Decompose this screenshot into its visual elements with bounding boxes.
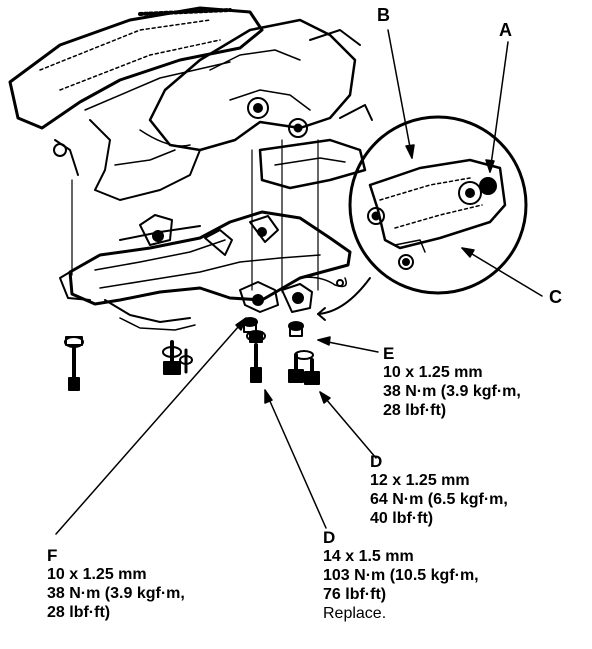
leader-lines (55, 29, 543, 535)
spec-d-bottom-note: Replace. (323, 605, 387, 622)
engine-assembly (8, 6, 373, 201)
guide-lines (71, 139, 319, 293)
d-bottom-bolt (246, 330, 266, 383)
spec-d-right-torque: 64 N·m (6.5 kgf·m, (370, 491, 508, 508)
spec-d-bottom-torque-2: 76 lbf·ft) (323, 586, 387, 603)
spec-d-right-letter: D (370, 452, 383, 471)
callout-b: B (377, 5, 390, 25)
spec-d-bottom-torque: 103 N·m (10.5 kgf·m, (323, 567, 479, 584)
spec-f-letter: F (47, 546, 58, 565)
spec-d-right: D 12 x 1.25 mm 64 N·m (6.5 kgf·m, 40 lbf… (370, 452, 508, 528)
callout-c: C (549, 287, 562, 307)
spec-e-letter: E (383, 344, 395, 363)
spec-f-size: 10 x 1.25 mm (47, 566, 147, 583)
subframe (59, 210, 352, 331)
spec-d-bottom: D 14 x 1.5 mm 103 N·m (10.5 kgf·m, 76 lb… (323, 528, 479, 623)
spec-e: E 10 x 1.25 mm 38 N·m (3.9 kgf·m, 28 lbf… (383, 344, 521, 420)
spec-e-torque-2: 28 lbf·ft) (383, 402, 447, 419)
spec-f: F 10 x 1.25 mm 38 N·m (3.9 kgf·m, 28 lbf… (47, 546, 185, 622)
center-left-bolts (162, 340, 193, 375)
spec-d-bottom-size: 14 x 1.5 mm (323, 548, 414, 565)
spec-e-torque: 38 N·m (3.9 kgf·m, (383, 383, 521, 400)
d-right-bolts (288, 350, 320, 385)
spec-d-right-size: 12 x 1.25 mm (370, 472, 470, 489)
spec-f-torque: 38 N·m (3.9 kgf·m, (47, 585, 185, 602)
spec-f-torque-2: 28 lbf·ft) (47, 604, 111, 621)
e-bolt (288, 321, 304, 337)
spec-d-right-torque-2: 40 lbf·ft) (370, 510, 434, 527)
left-mount-bolt (64, 336, 84, 391)
callout-a: A (499, 20, 512, 40)
spec-e-size: 10 x 1.25 mm (383, 364, 483, 381)
spec-d-bottom-letter: D (323, 528, 336, 547)
detail-view (317, 115, 528, 321)
